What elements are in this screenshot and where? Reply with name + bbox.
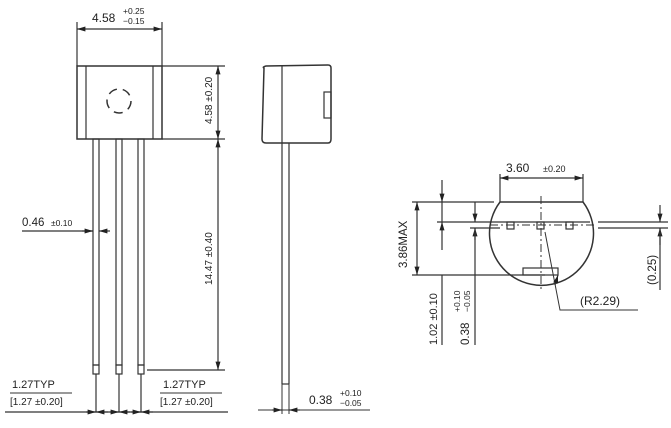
lead-length-label: 14.47 ±0.40: [204, 232, 215, 285]
ref-dim-label: (0.25): [647, 255, 659, 285]
pitch-left-sub: [1.27 ±0.20]: [10, 397, 63, 408]
lead-thickness-tol-minus: −0.05: [340, 398, 362, 408]
pitch-left-label: 1.27TYP: [12, 379, 55, 391]
bottom-view: [412, 174, 668, 345]
leads: [92, 138, 145, 412]
pitch-right-label: 1.27TYP: [163, 379, 206, 391]
flat-width-nominal: 3.60: [506, 161, 530, 175]
height-max-label: 3.86MAX: [398, 220, 410, 268]
lead-width-tol: ±0.10: [51, 218, 72, 228]
offset-a-label: 1.02 ±0.10: [428, 293, 440, 345]
pin1-mark-icon: [106, 88, 132, 114]
body-width-nominal: 4.58: [92, 11, 116, 25]
lead-thickness-nominal: 0.38: [309, 393, 333, 407]
package-body-side: [261, 64, 332, 144]
offset-b-tol-plus: +0.10: [452, 290, 462, 312]
offset-b-nominal: 0.38: [460, 323, 472, 345]
body-width-tol-minus: −0.15: [123, 16, 145, 26]
package-outline-bottom: [488, 201, 595, 286]
flat-width-tol: ±0.20: [543, 164, 565, 174]
side-view: [258, 64, 370, 414]
offset-b-tol-minus: −0.05: [462, 290, 472, 312]
pitch-right-sub: [1.27 ±0.20]: [160, 397, 213, 408]
lead-thickness-tol-plus: +0.10: [340, 388, 362, 398]
package-body-front: [76, 65, 163, 140]
front-view: [5, 22, 228, 415]
body-height-label: 4.58 ±0.20: [204, 76, 215, 124]
lead-width-nominal: 0.46: [22, 217, 44, 229]
body-width-tol-plus: +0.25: [123, 6, 145, 16]
radius-label: (R2.29): [580, 294, 620, 308]
